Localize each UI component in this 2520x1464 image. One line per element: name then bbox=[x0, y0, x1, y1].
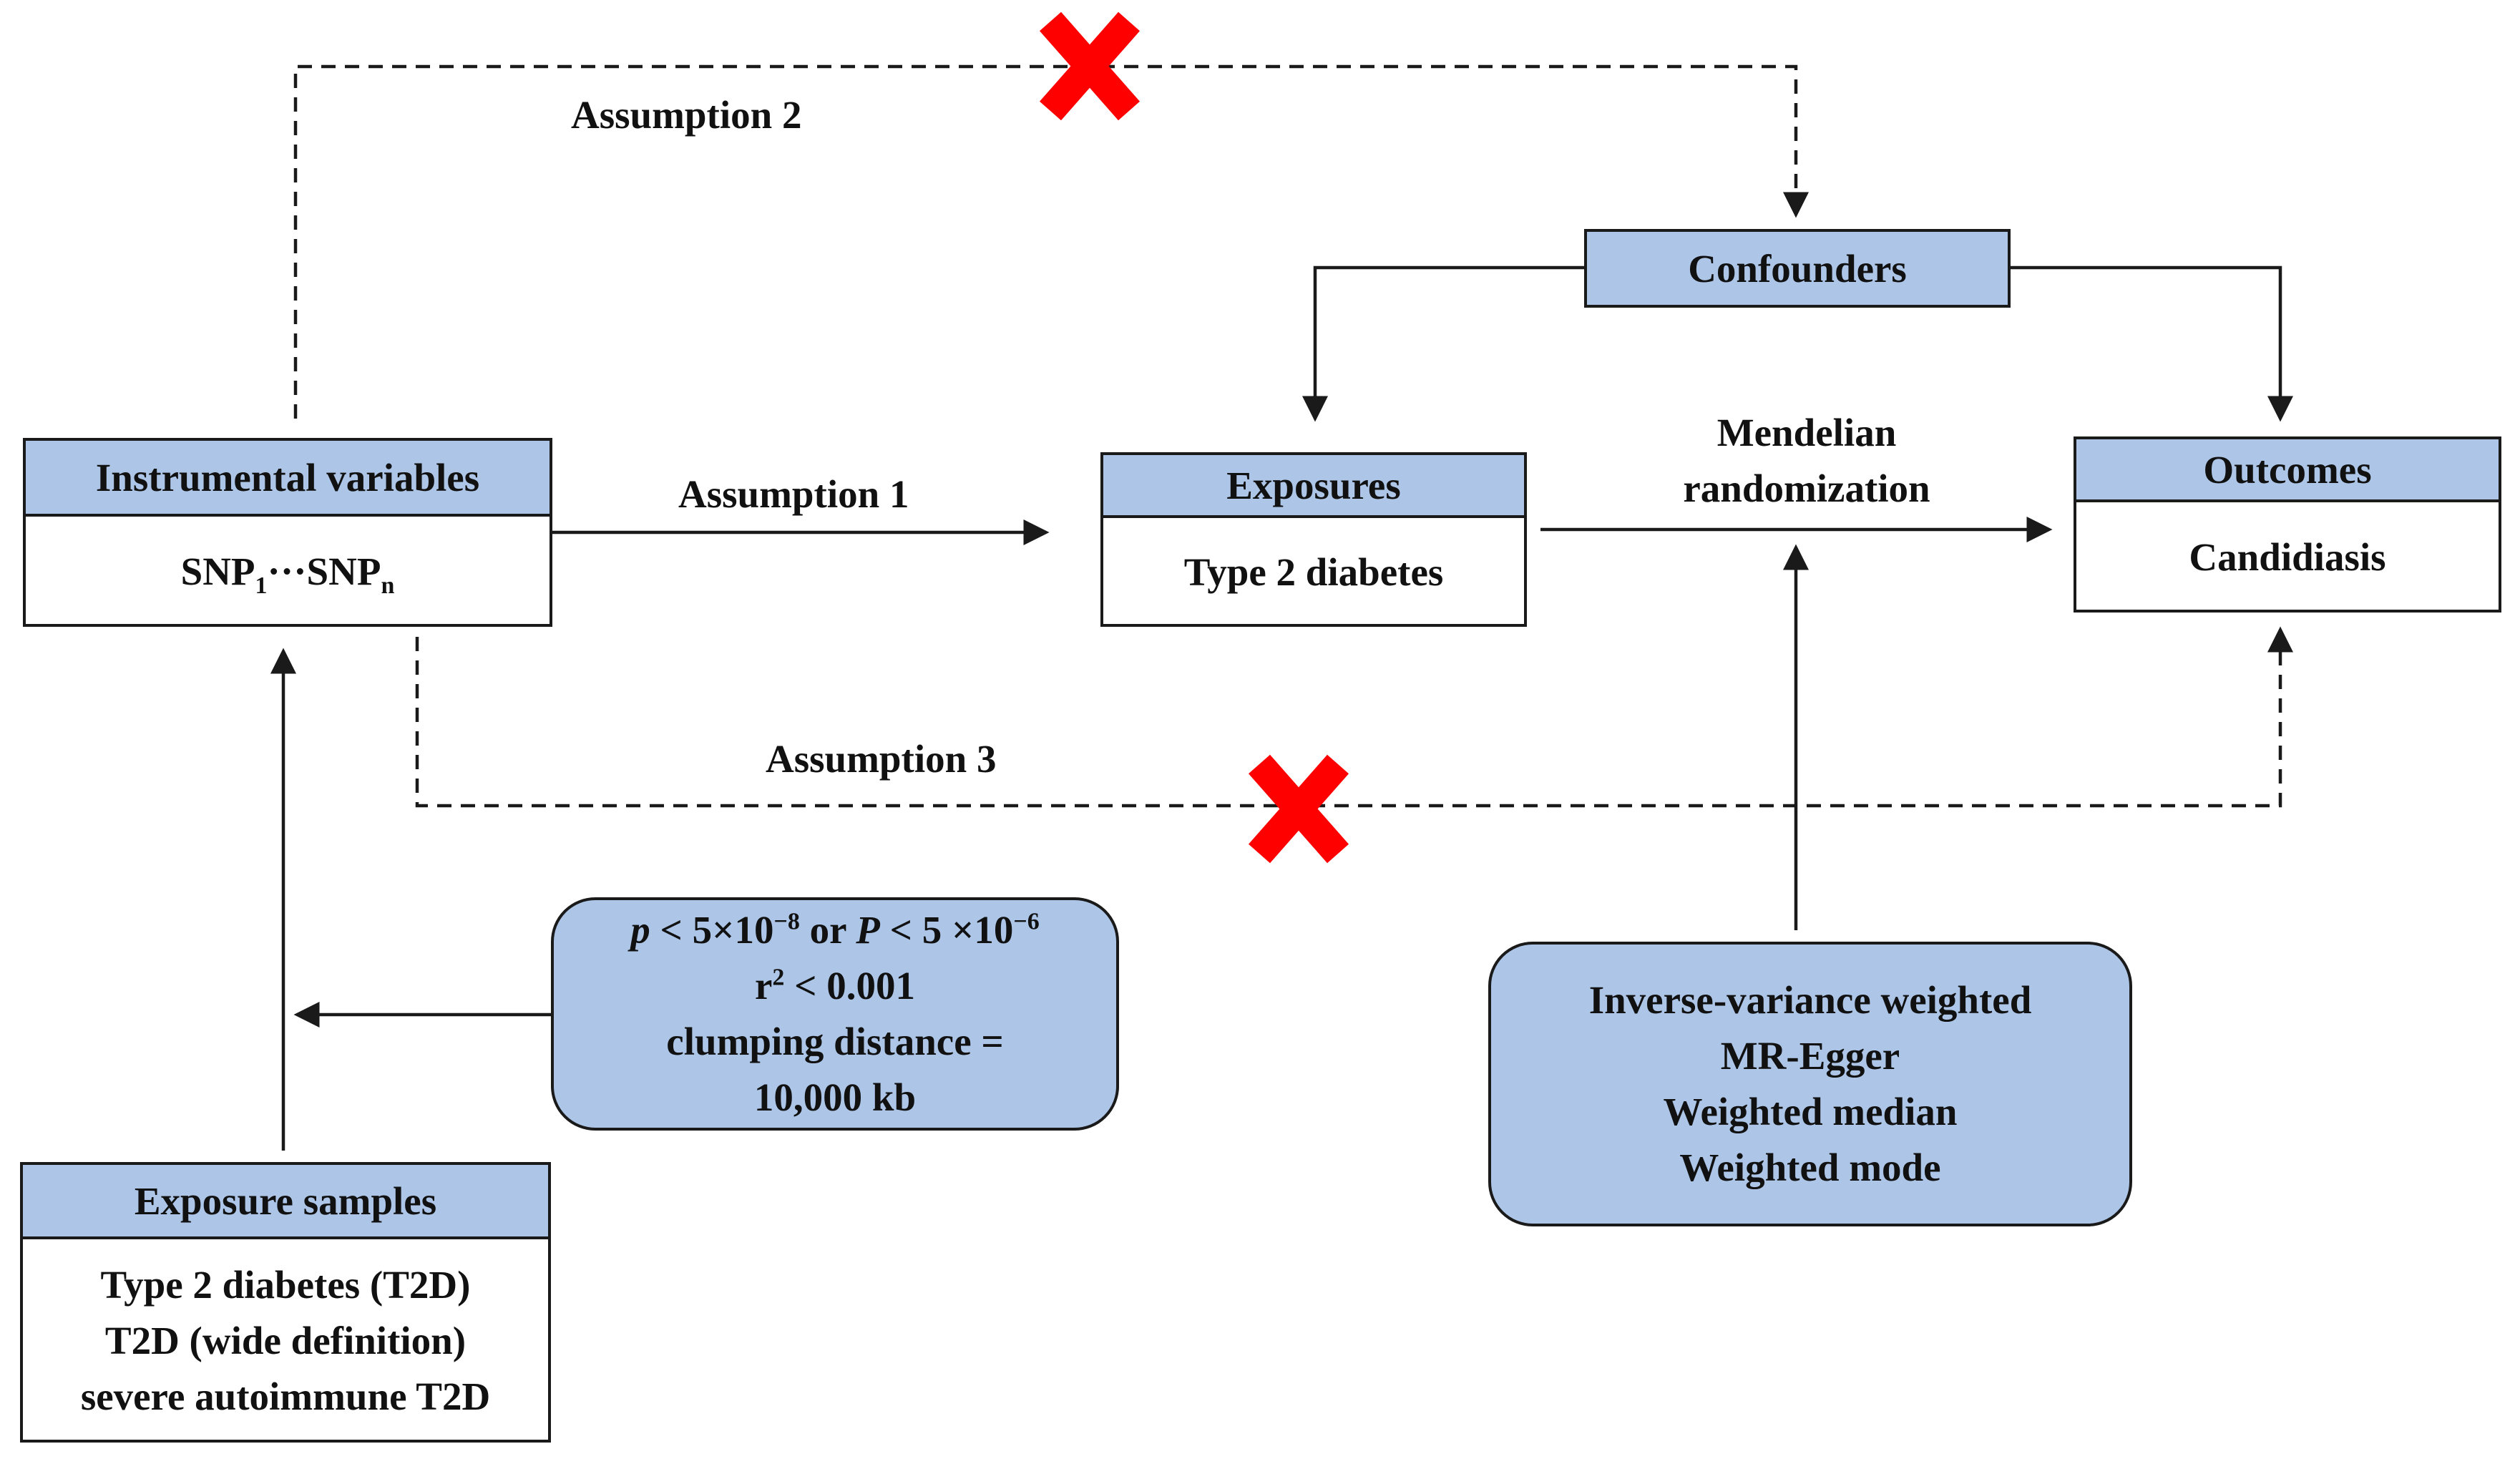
mendelian-randomization-label: Mendelian randomization bbox=[1683, 411, 1930, 510]
list-item: T2D (wide definition) bbox=[104, 1319, 467, 1362]
clumping-value-line: 10,000 kb bbox=[753, 1075, 917, 1119]
confounders-box: Confounders bbox=[1584, 229, 2011, 308]
clumping-line: clumping distance = bbox=[666, 1020, 1004, 1063]
cross-icon bbox=[1248, 754, 1349, 864]
exposures-body: Type 2 diabetes bbox=[1183, 550, 1444, 594]
selection-criteria-box: p < 5×10−8 or P < 5 ×10−6 r2 < 0.001 clu… bbox=[551, 897, 1119, 1131]
assumption-3-label: Assumption 3 bbox=[766, 737, 997, 781]
outcomes-header: Outcomes bbox=[2074, 436, 2501, 502]
assumption-3-dashed-path bbox=[415, 626, 2293, 808]
list-item: Type 2 diabetes (T2D) bbox=[100, 1263, 471, 1307]
exposures-header: Exposures bbox=[1100, 452, 1527, 518]
snp-range-label: SNP1···SNPn bbox=[180, 550, 395, 599]
instrumental-variables-header: Instrumental variables bbox=[23, 438, 552, 517]
assumption-1-label: Assumption 1 bbox=[678, 472, 909, 516]
confounders-to-exposures-arrow bbox=[1302, 265, 1587, 422]
list-item: Weighted median bbox=[1663, 1090, 1958, 1133]
cross-icon bbox=[1039, 11, 1141, 121]
exposure-samples-header: Exposure samples bbox=[20, 1162, 551, 1239]
list-item: Inverse-variance weighted bbox=[1588, 978, 2032, 1022]
exposure-samples-list: Type 2 diabetes (T2D) T2D (wide definiti… bbox=[20, 1239, 551, 1443]
list-item: Weighted mode bbox=[1679, 1146, 1941, 1189]
r2-threshold-line: r2 < 0.001 bbox=[754, 964, 915, 1007]
list-item: severe autoimmune T2D bbox=[80, 1375, 491, 1418]
mr-methods-box: Inverse-variance weighted MR-Egger Weigh… bbox=[1488, 942, 2132, 1226]
assumption-2-dashed-path bbox=[293, 64, 1809, 419]
p-threshold-line: p < 5×10−8 or P < 5 ×10−6 bbox=[630, 908, 1040, 952]
list-item: MR-Egger bbox=[1720, 1034, 1900, 1078]
assumption-2-label: Assumption 2 bbox=[571, 93, 802, 137]
confounders-to-outcomes-arrow bbox=[2008, 265, 2293, 422]
outcomes-body: Candidiasis bbox=[2189, 535, 2386, 579]
